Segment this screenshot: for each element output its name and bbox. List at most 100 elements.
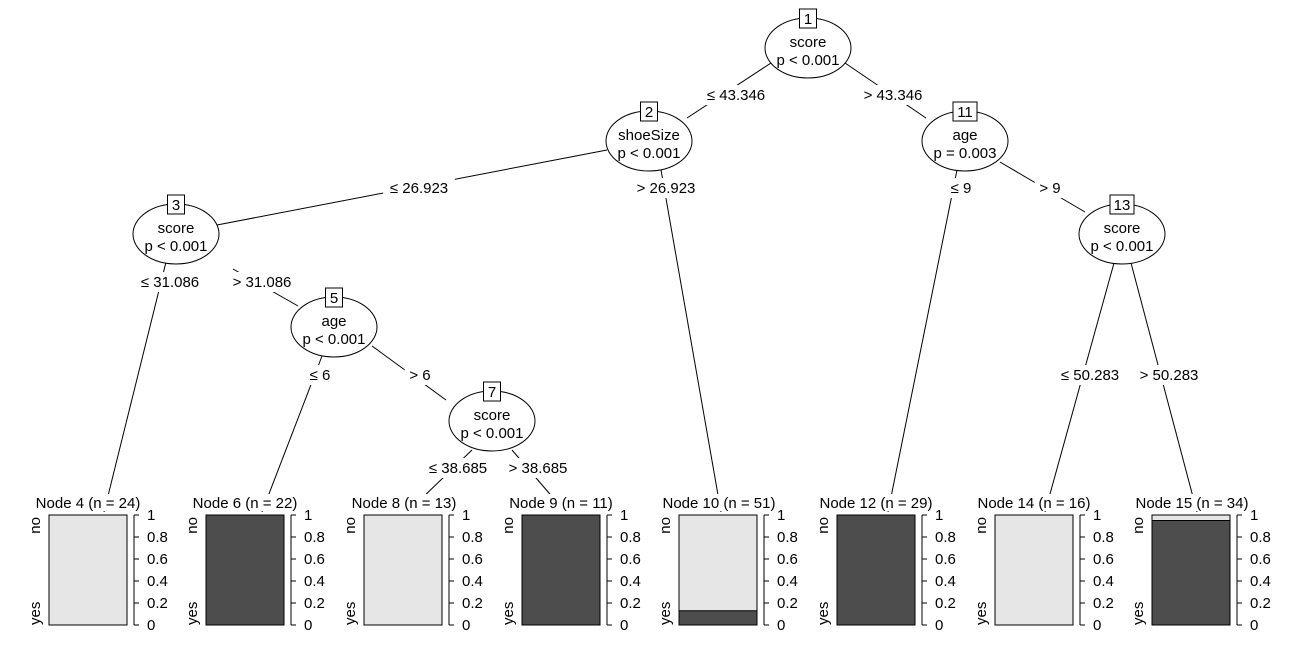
axis-tick-label: 0.6 (304, 551, 325, 568)
category-label-yes: yes (27, 602, 44, 625)
axis-tick-label: 0.6 (1093, 551, 1114, 568)
node-variable: shoeSize (618, 127, 680, 144)
axis-tick-label: 0.2 (620, 595, 641, 612)
axis-tick-label: 0 (1093, 617, 1101, 634)
edge-label-text: ≤ 38.685 (429, 460, 487, 477)
bar-yes (206, 515, 284, 625)
node-id-box (799, 8, 817, 29)
axis-tick-label: 0.8 (777, 529, 798, 546)
axis-tick-label: 0.2 (777, 595, 798, 612)
edge-label-bg (422, 458, 494, 478)
edge-label-text: > 38.685 (509, 460, 568, 477)
axis-tick-label: 0 (777, 617, 785, 634)
edge-label-text: ≤ 6 (310, 367, 331, 384)
bar-no (1152, 515, 1230, 521)
node-variable: score (474, 407, 511, 424)
category-label-no: no (973, 517, 990, 534)
edge-label-text: > 26.923 (637, 180, 696, 197)
axis-tick-label: 0.8 (1093, 529, 1114, 546)
node-id: 7 (488, 384, 496, 401)
node-pvalue: p < 0.001 (777, 52, 840, 69)
node-id-box (325, 287, 343, 308)
axis-tick-label: 0.8 (620, 529, 641, 546)
node-id: 2 (645, 104, 653, 121)
category-label-yes: yes (184, 602, 201, 625)
bar-yes (837, 515, 915, 625)
edge-label-bg (857, 85, 929, 105)
bar-no (49, 515, 127, 625)
edge-label: ≤ 26.923 (383, 178, 455, 198)
bar-frame (836, 514, 916, 626)
tree-edge (887, 169, 958, 513)
tree-edge (1130, 262, 1198, 513)
bar-no (995, 515, 1073, 625)
bar-frame (48, 514, 128, 626)
edge-label-text: ≤ 9 (951, 180, 972, 197)
edge-label: ≤ 38.685 (422, 458, 494, 478)
category-label-no: no (500, 517, 517, 534)
edge-labels: ≤ 43.346> 43.346≤ 26.923> 26.923≤ 31.086… (134, 85, 1205, 478)
category-label-yes: yes (973, 602, 990, 625)
axis-tick-label: 0.6 (1250, 551, 1271, 568)
edge-label: > 6 (404, 365, 436, 385)
bar-frame (205, 514, 285, 626)
bar-yes (1152, 520, 1230, 625)
terminal-title-bg (183, 494, 307, 511)
terminal-title-bg (1126, 494, 1258, 511)
node-pvalue: p < 0.001 (1091, 238, 1154, 255)
edge-label-text: ≤ 43.346 (707, 87, 765, 104)
category-label-no: no (815, 517, 832, 534)
terminal-title-bg (968, 494, 1100, 511)
node-id: 3 (172, 197, 180, 214)
axis-tick-label: 0.4 (147, 573, 168, 590)
axis-tick-label: 0.4 (620, 573, 641, 590)
edge-label-text: ≤ 26.923 (390, 180, 448, 197)
edge-label-bg (383, 178, 455, 198)
axis-tick-label: 0.2 (462, 595, 483, 612)
node-id-box (167, 194, 185, 215)
node-variable: age (952, 127, 977, 144)
node-id-box (483, 381, 501, 402)
axis-tick-label: 0.8 (462, 529, 483, 546)
edge-label-text: > 50.283 (1140, 367, 1199, 384)
axis-tick-label: 0 (304, 617, 312, 634)
category-label-yes: yes (815, 602, 832, 625)
edge-label: ≤ 31.086 (134, 272, 206, 292)
edge-label: ≤ 43.346 (700, 85, 772, 105)
bar-frame (678, 514, 758, 626)
edge-label: > 50.283 (1133, 365, 1205, 385)
axis-tick-label: 1 (620, 507, 628, 524)
category-label-no: no (27, 517, 44, 534)
axis-tick-label: 0 (620, 617, 628, 634)
terminal-title-bg (342, 494, 466, 511)
category-label-yes: yes (657, 602, 674, 625)
bar-yes (522, 515, 600, 625)
terminal-title: Node 8 (n = 13) (352, 495, 457, 512)
node-variable: age (321, 313, 346, 330)
node-id: 5 (330, 290, 338, 307)
bar-frame (521, 514, 601, 626)
axis-tick-label: 0.8 (147, 529, 168, 546)
node-pvalue: p = 0.003 (934, 145, 997, 162)
edge-label-bg (1133, 365, 1205, 385)
category-label-yes: yes (342, 602, 359, 625)
edge-label-bg (404, 365, 436, 385)
edge-label: ≤ 9 (945, 178, 977, 198)
axis-tick-label: 1 (304, 507, 312, 524)
axis-tick-label: 0.8 (935, 529, 956, 546)
axis-tick-label: 0 (935, 617, 943, 634)
category-label-no: no (184, 517, 201, 534)
tree-edge (1044, 262, 1115, 513)
axis-tick-label: 0.2 (935, 595, 956, 612)
axis-tick-label: 1 (1093, 507, 1101, 524)
node-pvalue: p < 0.001 (303, 331, 366, 348)
node-variable: score (1104, 220, 1141, 237)
